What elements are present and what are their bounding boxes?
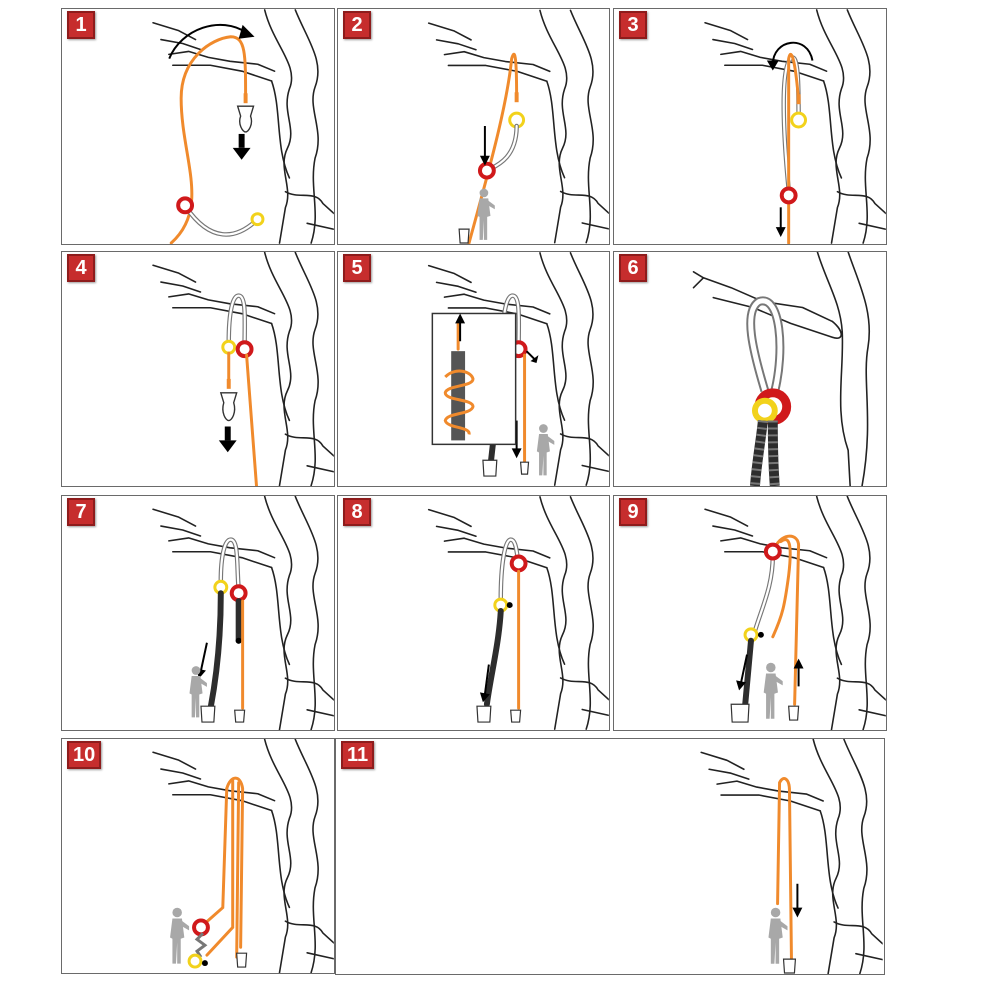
- step-panel-11: 11: [335, 738, 885, 975]
- step-panel-3: 3: [613, 8, 887, 245]
- step-number-badge: 6: [619, 254, 647, 282]
- panel-8-illustration: [427, 496, 609, 730]
- step-number-badge: 3: [619, 11, 647, 39]
- step-number-badge: 5: [343, 254, 371, 282]
- step-number-badge: 7: [67, 498, 95, 526]
- panel-4-illustration: [152, 252, 334, 486]
- step-panel-4: 4: [61, 251, 335, 487]
- step-panel-9: 9: [613, 495, 887, 731]
- step-panel-7: 7: [61, 495, 335, 731]
- step-panel-5: 5: [337, 251, 610, 487]
- panel-1-illustration: [152, 9, 334, 244]
- step-number-badge: 2: [343, 11, 371, 39]
- step-panel-6: 6: [613, 251, 887, 487]
- step-panel-10: 10: [61, 738, 335, 974]
- step-number-badge: 8: [343, 498, 371, 526]
- panel-7-illustration: [152, 496, 334, 730]
- step-number-badge: 9: [619, 498, 647, 526]
- step-panel-2: 2: [337, 8, 610, 245]
- panel-3-illustration: [704, 9, 886, 244]
- panel-6-illustration: [692, 252, 871, 486]
- step-panel-1: 1: [61, 8, 335, 245]
- step-number-badge: 1: [67, 11, 95, 39]
- step-number-badge: 10: [67, 741, 102, 769]
- step-panel-8: 8: [337, 495, 610, 731]
- panel-2-illustration: [427, 9, 609, 244]
- step-number-badge: 11: [341, 741, 375, 769]
- panel-10-illustration: [152, 739, 334, 973]
- panel-11-illustration: [700, 739, 883, 974]
- panel-5-illustration: [427, 252, 609, 486]
- panel-9-illustration: [704, 496, 886, 730]
- step-number-badge: 4: [67, 254, 95, 282]
